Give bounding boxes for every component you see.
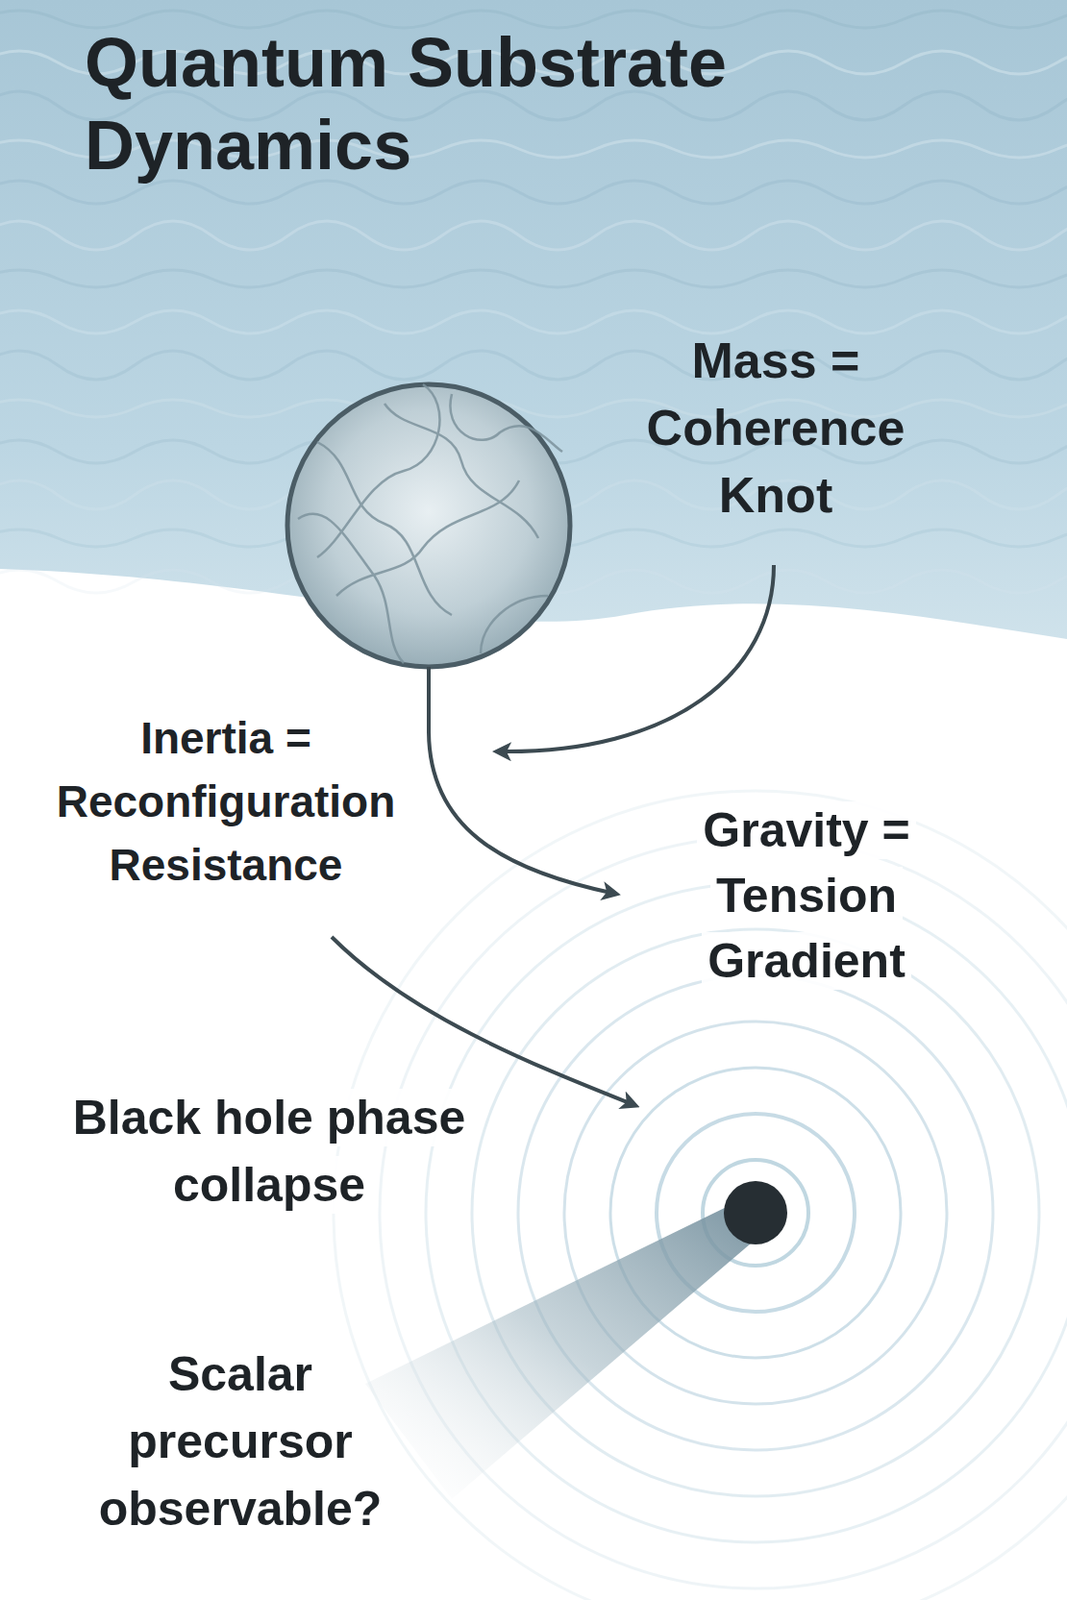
gravity-arrow: [428, 667, 616, 894]
black-hole-label: Black hole phase collapse: [38, 1084, 500, 1219]
scalar-label: Scalar precursor observable?: [67, 1340, 414, 1543]
wave-line: [0, 310, 1067, 334]
black-hole: [723, 1181, 788, 1245]
ripple-ring: [333, 791, 1067, 1600]
label-text: Mass = Coherence Knot: [641, 330, 912, 525]
wave-line: [0, 180, 1067, 204]
wave-line: [0, 350, 1067, 380]
label-text: Inertia = Reconfiguration Resistance: [50, 711, 402, 893]
title: Quantum Substrate Dynamics: [84, 21, 873, 187]
ripple-ring: [471, 929, 1040, 1497]
ripple-rings: [333, 791, 1067, 1600]
inertia-label: Inertia = Reconfiguration Resistance: [9, 706, 443, 897]
coherence-sphere: [287, 384, 571, 668]
inertia-arrow: [331, 937, 635, 1106]
scalar-beam: [365, 1199, 771, 1500]
label-text: Gravity = Tension Gradient: [696, 801, 916, 991]
label-text: Black hole phase collapse: [67, 1089, 472, 1215]
sphere-mesh: [297, 384, 563, 664]
mass-arrow: [497, 565, 774, 752]
mass-label: Mass = Coherence Knot: [602, 326, 949, 529]
wave-line: [0, 270, 1067, 288]
label-text: Scalar precursor observable?: [93, 1345, 389, 1539]
gravity-label: Gravity = Tension Gradient: [638, 797, 975, 994]
wave-line: [0, 399, 1067, 418]
wave-line: [0, 221, 1067, 250]
